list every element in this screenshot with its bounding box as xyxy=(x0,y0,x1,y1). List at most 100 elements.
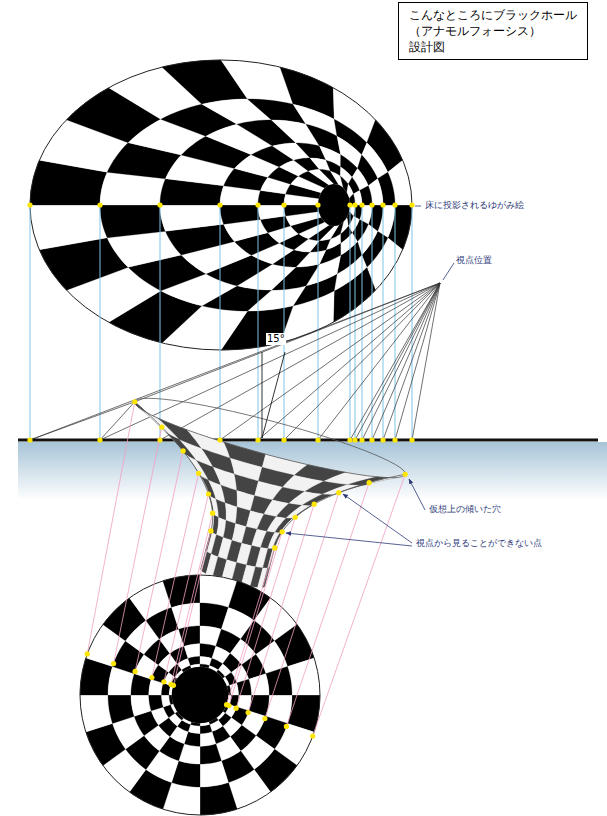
correspondence-lines xyxy=(87,402,405,736)
callout-label: 視点から見ることができない点 xyxy=(415,538,543,549)
sight-line xyxy=(100,402,135,440)
yellow-point xyxy=(310,733,315,738)
callout-label: 仮想上の傾いた穴 xyxy=(428,504,502,515)
yellow-point xyxy=(224,702,229,707)
yellow-point xyxy=(161,679,166,684)
checker-cell xyxy=(237,679,252,695)
checker-cell xyxy=(108,695,134,723)
yellow-point xyxy=(217,202,222,207)
callout-label: 床に投影されるゆがみ絵 xyxy=(424,200,525,211)
projection-line xyxy=(160,205,161,440)
correspondence-line xyxy=(265,493,339,719)
point-markers xyxy=(27,202,414,738)
yellow-point xyxy=(293,515,298,520)
leader-line xyxy=(343,494,412,543)
yellow-point xyxy=(315,437,320,442)
leader-lines xyxy=(286,206,454,546)
projection-line xyxy=(284,205,285,440)
angle-marker xyxy=(262,352,285,438)
yellow-point xyxy=(312,502,317,507)
yellow-point xyxy=(111,661,116,666)
title-text: （アナモルフォーシス） xyxy=(409,23,577,39)
projection-line xyxy=(362,205,363,440)
hole-outline xyxy=(135,402,213,570)
checker-cell xyxy=(200,744,221,764)
checker-cell xyxy=(179,626,200,646)
checker-cell xyxy=(258,205,286,220)
yellow-point xyxy=(255,202,260,207)
sight-line xyxy=(350,283,440,440)
hole-outline xyxy=(135,402,405,478)
yellow-point xyxy=(403,472,408,477)
checker-cell xyxy=(310,158,330,171)
title-text: こんなところにブラックホール xyxy=(409,7,577,23)
yellow-point xyxy=(281,202,286,207)
projection-line xyxy=(258,205,259,440)
correspondence-line xyxy=(171,513,213,684)
yellow-point xyxy=(208,528,213,533)
checker-cell xyxy=(220,205,261,224)
yellow-point xyxy=(132,399,137,404)
projection-line xyxy=(350,205,351,440)
ground xyxy=(18,442,607,500)
sight-line xyxy=(383,283,440,440)
projection-line xyxy=(318,205,319,440)
checker-cell xyxy=(200,732,216,747)
callout-label: 15° xyxy=(266,333,286,345)
sight-line xyxy=(395,283,440,440)
correspondence-line xyxy=(227,548,275,705)
correspondence-line xyxy=(152,473,199,677)
yellow-point xyxy=(409,437,414,442)
correspondence-line xyxy=(173,531,211,685)
correspondence-line xyxy=(164,494,209,682)
yellow-point xyxy=(217,437,222,442)
yellow-point xyxy=(210,511,215,516)
checker-cell xyxy=(296,143,326,160)
yellow-point xyxy=(255,437,260,442)
black-hole xyxy=(318,184,350,226)
yellow-point xyxy=(133,669,138,674)
sight-line xyxy=(30,402,135,440)
correspondence-line xyxy=(229,532,282,706)
yellow-point xyxy=(347,437,352,442)
title-box: こんなところにブラックホール（アナモルフォーシス）設計図 xyxy=(398,2,588,60)
yellow-point xyxy=(234,706,239,711)
correspondence-line xyxy=(236,517,295,708)
correspondence-line xyxy=(114,427,162,663)
circle-outline xyxy=(80,575,320,815)
correspondence-line xyxy=(286,483,369,727)
leader-line xyxy=(409,479,425,510)
yellow-point xyxy=(352,437,357,442)
checker-cell xyxy=(221,60,293,104)
yellow-point xyxy=(367,480,372,485)
hole-top-view xyxy=(80,575,320,815)
yellow-point xyxy=(27,437,32,442)
checker-cell xyxy=(100,205,165,238)
yellow-point xyxy=(336,490,341,495)
angle-line xyxy=(262,352,263,438)
checker-cell xyxy=(266,667,292,695)
yellow-point xyxy=(157,202,162,207)
yellow-point xyxy=(352,202,357,207)
checker-cell xyxy=(200,761,228,787)
yellow-point xyxy=(171,683,176,688)
checker-cell xyxy=(249,674,269,695)
checker-cell xyxy=(149,695,164,711)
yellow-point xyxy=(181,448,186,453)
checker-cell xyxy=(30,205,107,250)
hole-cell xyxy=(225,503,237,524)
yellow-point xyxy=(157,437,162,442)
checker-cell xyxy=(200,782,237,815)
sight-line xyxy=(258,283,440,440)
yellow-point xyxy=(262,716,267,721)
yellow-point xyxy=(149,675,154,680)
sight-line xyxy=(160,283,440,440)
yellow-point xyxy=(380,437,385,442)
yellow-point xyxy=(380,202,385,207)
hole-outline xyxy=(264,474,405,586)
yellow-point xyxy=(369,437,374,442)
callout-label: 視点位置 xyxy=(455,255,493,266)
sight-line xyxy=(284,283,440,440)
